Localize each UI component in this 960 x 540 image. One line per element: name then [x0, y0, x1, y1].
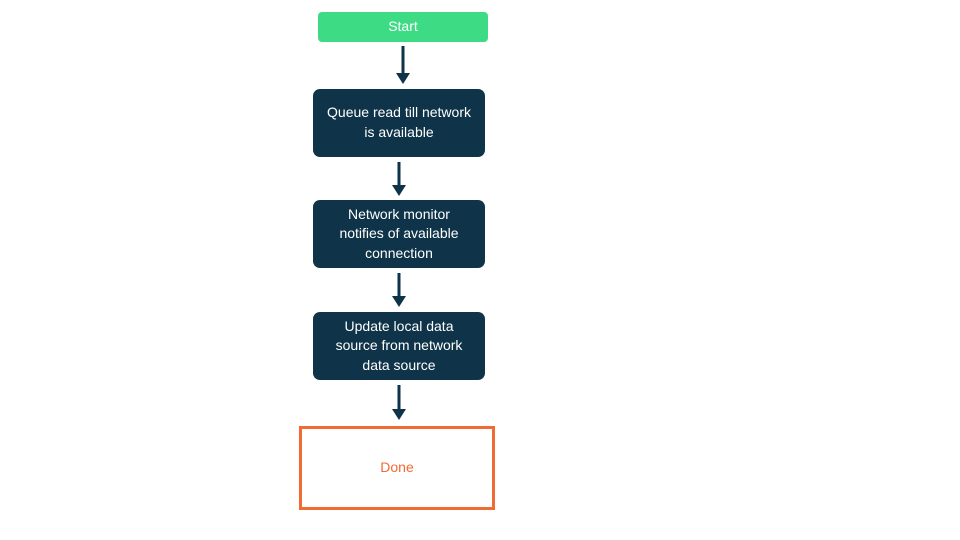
flow-arrow-down-icon — [392, 385, 406, 420]
arrow-stem — [401, 46, 405, 73]
arrow-head — [392, 296, 406, 307]
node-label: Done — [380, 459, 414, 476]
arrow-stem — [397, 273, 401, 296]
arrow-head — [392, 185, 406, 196]
arrow-stem — [397, 385, 401, 409]
flowchart-node-update-local: Update local data source from network da… — [313, 312, 485, 380]
arrow-stem — [397, 162, 401, 185]
flowchart-node-network-monitor: Network monitor notifies of available co… — [313, 200, 485, 268]
flowchart-node-done: Done — [299, 426, 495, 510]
flow-arrow-down-icon — [392, 273, 406, 307]
arrow-head — [392, 409, 406, 420]
arrow-head — [396, 73, 410, 84]
node-label: Queue read till network is available — [327, 104, 471, 140]
flowchart-node-start: Start — [318, 12, 488, 42]
flow-arrow-down-icon — [392, 162, 406, 196]
flowchart-node-queue-read: Queue read till network is available — [313, 89, 485, 157]
node-label: Network monitor notifies of available co… — [339, 205, 459, 261]
node-label: Update local data source from network da… — [335, 317, 463, 373]
flow-arrow-down-icon — [396, 46, 410, 84]
node-label: Start — [388, 18, 418, 35]
